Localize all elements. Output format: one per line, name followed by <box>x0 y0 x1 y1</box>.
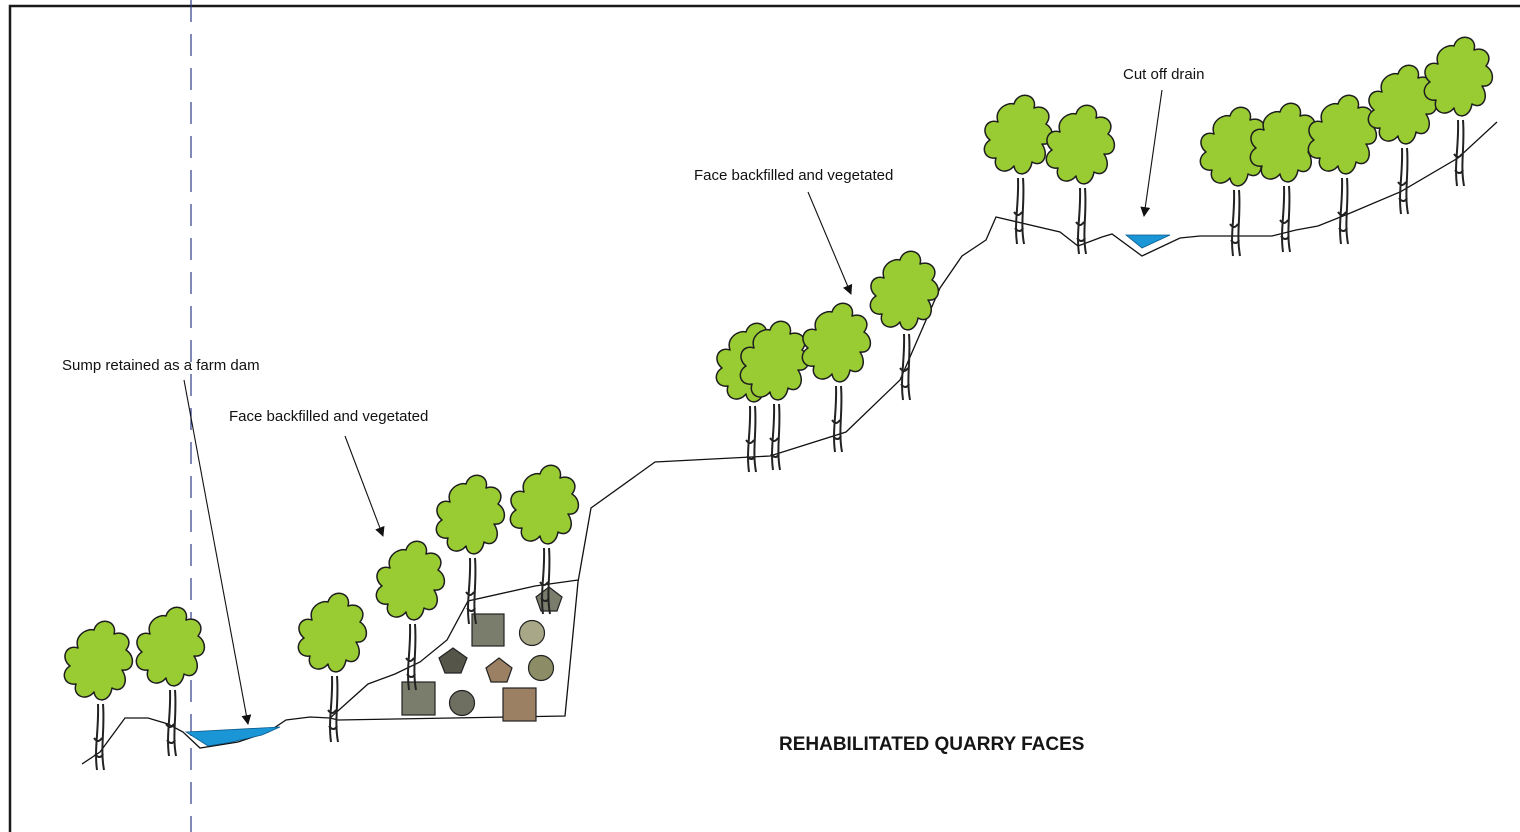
tree <box>1307 94 1378 245</box>
backfill-wedge-line <box>329 579 579 719</box>
rock-square <box>401 681 436 716</box>
backfill-rocks <box>401 586 563 722</box>
tree <box>801 302 872 453</box>
tree <box>375 540 446 691</box>
farm-dam-water <box>184 726 281 747</box>
rock-square <box>471 613 505 647</box>
diagram-title: REHABILITATED QUARRY FACES <box>779 734 1085 755</box>
rock-circle <box>518 619 546 647</box>
tree <box>63 620 134 771</box>
tree <box>435 474 506 625</box>
face-upper-leader-arrow <box>807 191 853 295</box>
label-cut-off-drain: Cut off drain <box>1123 66 1205 83</box>
ground-profile-line <box>81 121 1498 765</box>
sump-leader-arrow <box>183 379 252 725</box>
label-face-backfilled-lower: Face backfilled and vegetated <box>229 408 429 425</box>
drawing-border <box>8 4 1520 832</box>
label-face-backfilled-upper: Face backfilled and vegetated <box>694 167 894 184</box>
trees <box>63 36 1494 771</box>
face-lower-leader-arrow <box>344 435 385 537</box>
drain-leader-arrow <box>1140 89 1163 217</box>
tree <box>869 250 940 401</box>
rock-circle <box>527 654 555 682</box>
rock-pentagon <box>485 657 513 683</box>
rock-square <box>502 687 537 722</box>
rock-pentagon <box>438 647 468 674</box>
rock-circle <box>448 689 476 717</box>
label-sump-farm-dam: Sump retained as a farm dam <box>62 357 260 374</box>
cut-off-drain-water <box>1124 234 1171 249</box>
